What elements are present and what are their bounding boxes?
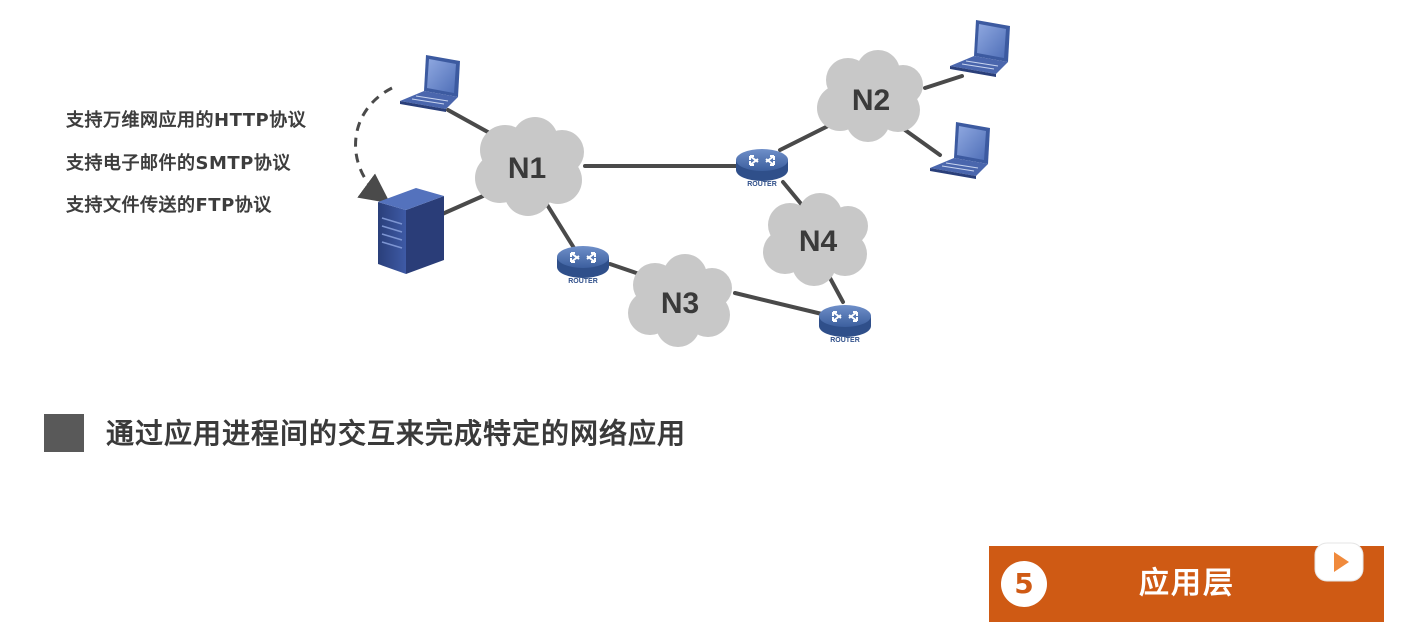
router-label: ROUTER (830, 337, 860, 344)
cloud-n1 (475, 117, 584, 216)
link-n4-router3 (828, 276, 845, 304)
link-n2-laptop2 (923, 74, 964, 90)
cloud-n3 (628, 254, 732, 347)
router-label: ROUTER (568, 278, 598, 285)
laptop-icon (930, 122, 990, 179)
router-label: ROUTER (747, 181, 777, 188)
cloud-n2 (817, 50, 923, 142)
server-icon (378, 188, 444, 274)
link-n1-router2 (544, 201, 576, 250)
network-label-n4: N4 (799, 225, 838, 258)
router-icon: ROUTER (819, 305, 871, 344)
laptop-icon (400, 55, 460, 112)
protocol-smtp-text: 支持电子邮件的SMTP协议 (66, 153, 291, 174)
protocol-ftp-text: 支持文件传送的FTP协议 (66, 195, 272, 216)
network-label-n3: N3 (661, 287, 699, 320)
link-n3-router3 (733, 291, 824, 316)
cloud-n4 (763, 193, 868, 286)
layer-name: 应用层 (1139, 566, 1235, 601)
link-router1-n4 (781, 180, 804, 207)
bullet-square (44, 414, 84, 452)
network-label-n2: N2 (852, 84, 890, 117)
laptop-icon (950, 20, 1010, 77)
router-icon: ROUTER (736, 149, 788, 188)
video-play-icon[interactable] (1313, 533, 1365, 585)
interaction-arrow (354, 86, 393, 204)
layer-number: 5 (1001, 561, 1047, 607)
main-point-text: 通过应用进程间的交互来完成特定的网络应用 (106, 417, 687, 450)
link-router1-n2 (778, 123, 832, 152)
protocol-http-text: 支持万维网应用的HTTP协议 (66, 110, 307, 131)
links (438, 74, 964, 316)
router-icon: ROUTER (557, 246, 609, 285)
link-n2-laptop3 (903, 128, 942, 157)
link-laptop1-n1 (446, 108, 497, 138)
network-label-n1: N1 (508, 152, 546, 185)
